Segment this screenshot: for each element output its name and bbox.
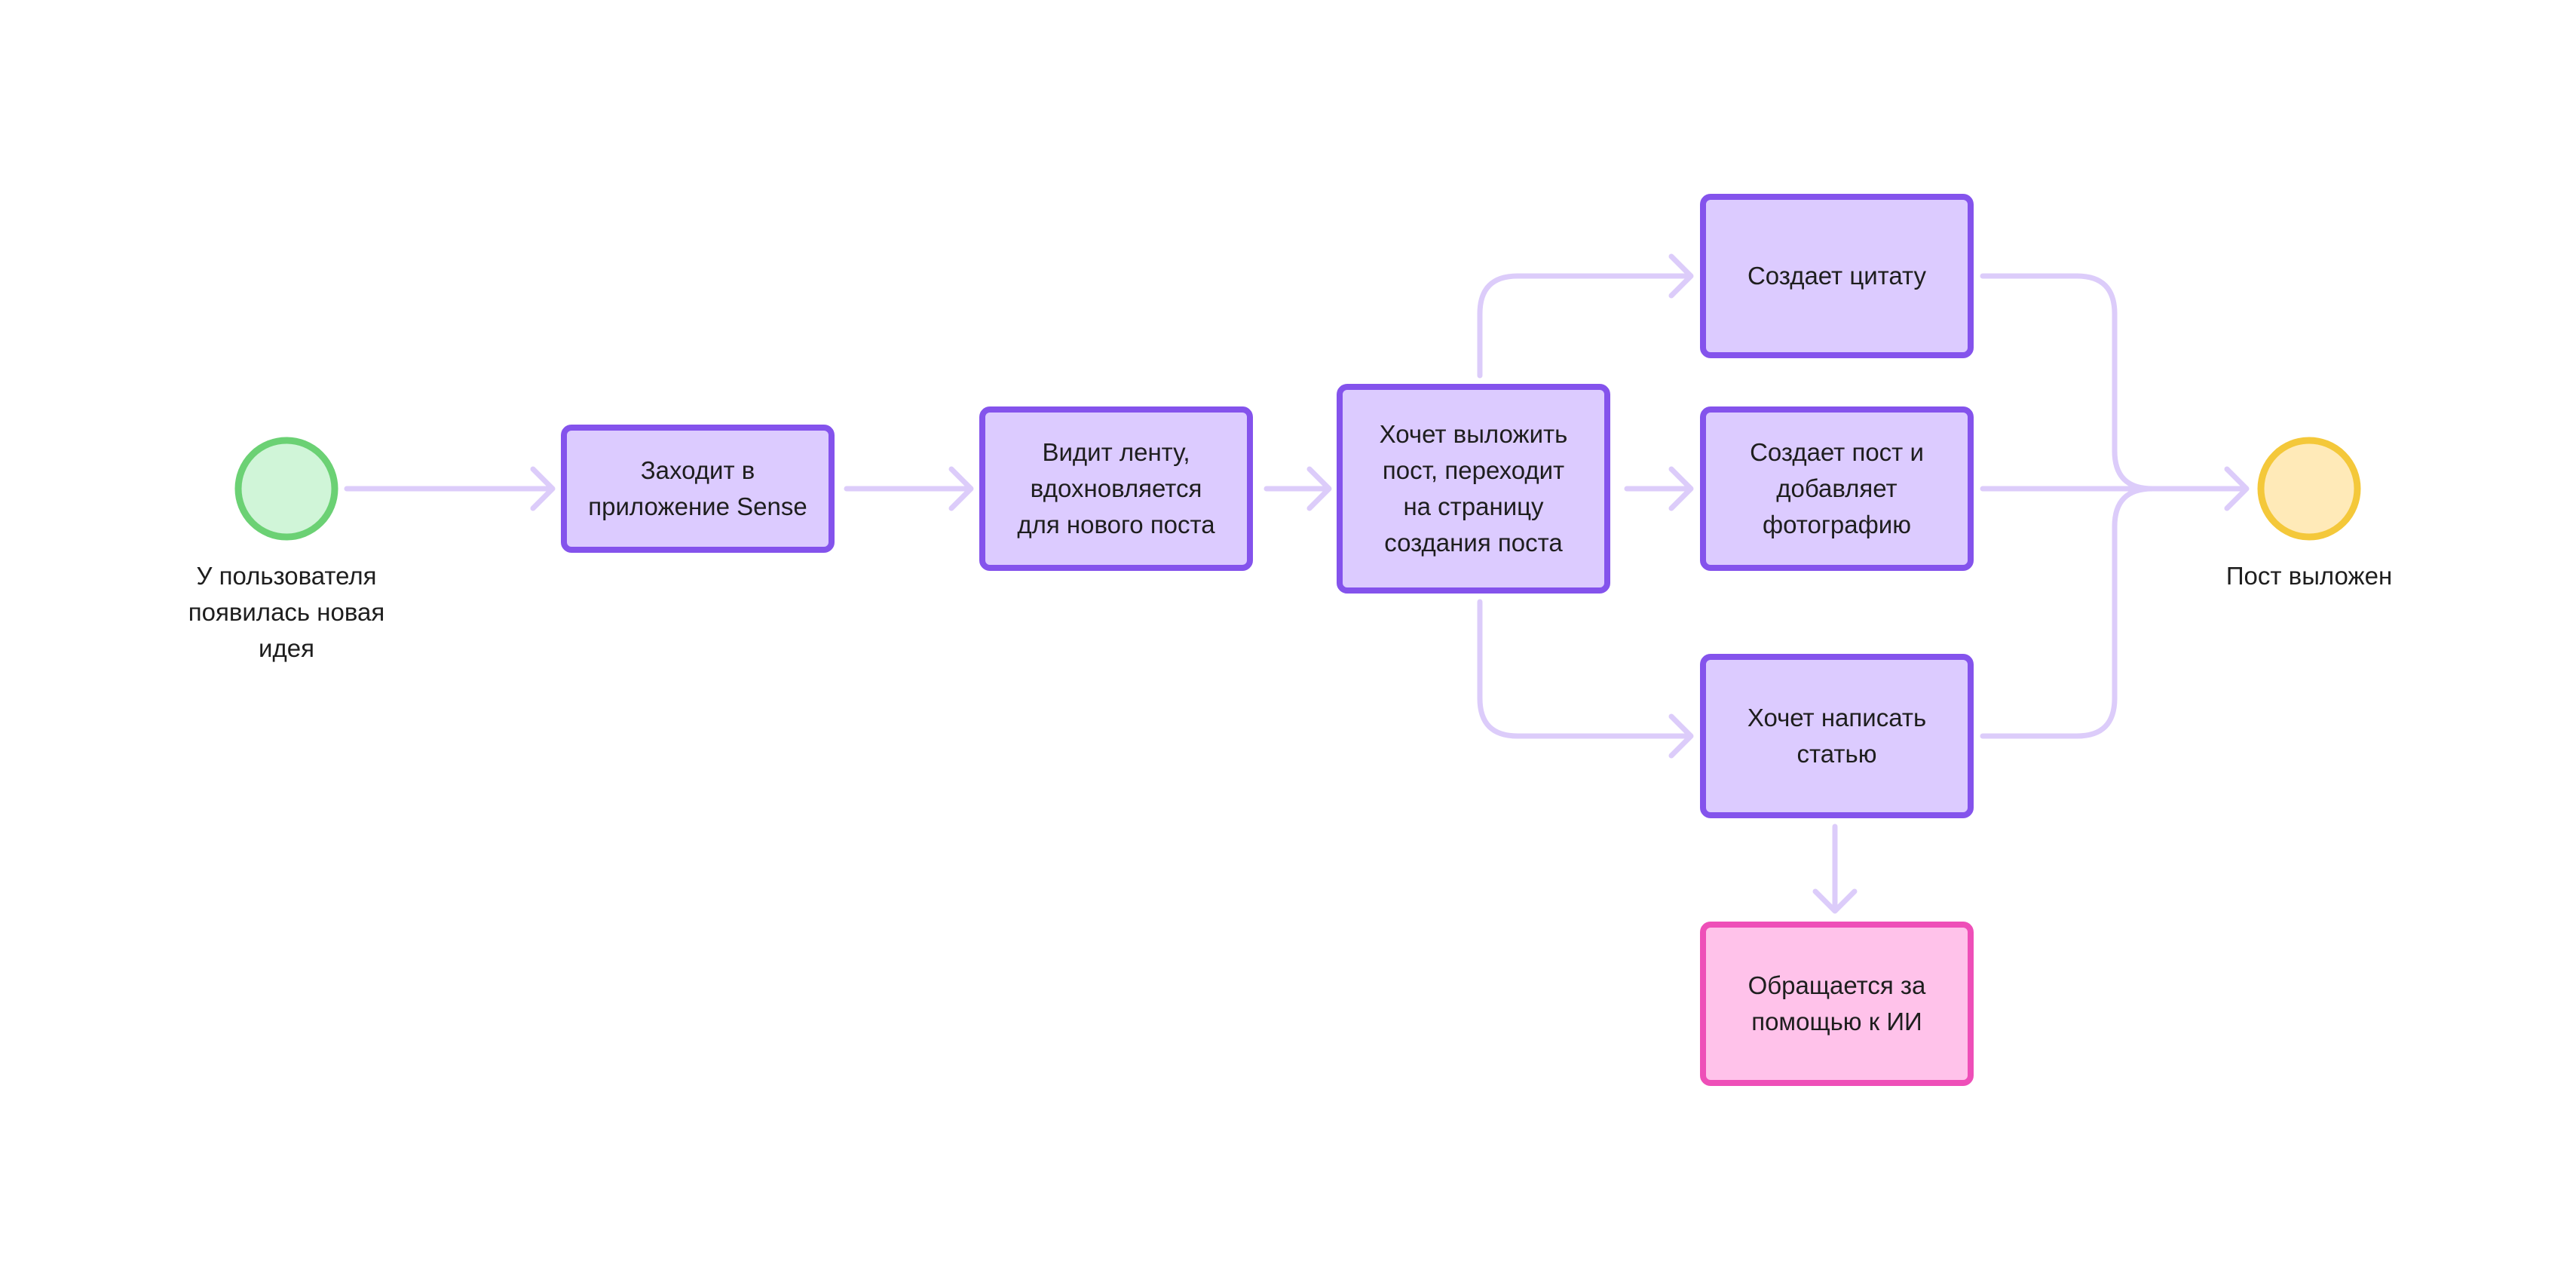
- arrowhead-end: [2224, 466, 2250, 511]
- task-ai-help-box: [1700, 922, 1974, 1086]
- arrowhead-see-feed: [948, 466, 974, 511]
- arrowhead-photo-post: [1668, 466, 1694, 511]
- start-event-label: У пользователя появилась новая идея: [188, 562, 385, 662]
- task-see-feed-box: [979, 406, 1253, 571]
- task-ai-help-label: Обращается за помощью к ИИ: [1747, 971, 1926, 1035]
- end-event-circle: [2257, 437, 2361, 541]
- arrowhead-want-post: [1306, 466, 1332, 511]
- task-open-app-label: Заходит в приложение Sense: [588, 456, 807, 520]
- task-article-box: [1700, 654, 1974, 818]
- arrowhead-article: [1668, 713, 1694, 759]
- connector-article-to-end: [1980, 486, 2155, 739]
- task-photo-post-label: Создает пост и добавляет фотографию: [1750, 438, 1924, 538]
- connector-want-post-to-article: [1477, 599, 1692, 739]
- task-see-feed-label: Видит ленту, вдохновляется для нового по…: [1017, 438, 1215, 538]
- task-open-app-box: [561, 425, 835, 553]
- task-quote-label: Создает цитату: [1747, 262, 1927, 290]
- arrowhead-ai-help: [1812, 888, 1858, 914]
- connectors: [344, 253, 2250, 914]
- task-quote-box: [1700, 194, 1974, 358]
- task-want-post-label: Хочет выложить пост, переходит на страни…: [1379, 420, 1568, 557]
- connector-want-post-to-quote: [1477, 273, 1692, 379]
- connector-quote-to-end: [1980, 273, 2155, 492]
- task-photo-post-box: [1700, 406, 1974, 571]
- end-event-label: Пост выложен: [2225, 562, 2393, 590]
- task-want-post-box: [1337, 384, 1610, 594]
- arrowhead-open-app: [530, 466, 556, 511]
- start-event-circle: [234, 437, 338, 541]
- arrowhead-quote: [1668, 253, 1694, 299]
- task-article-label: Хочет написать статью: [1747, 704, 1927, 768]
